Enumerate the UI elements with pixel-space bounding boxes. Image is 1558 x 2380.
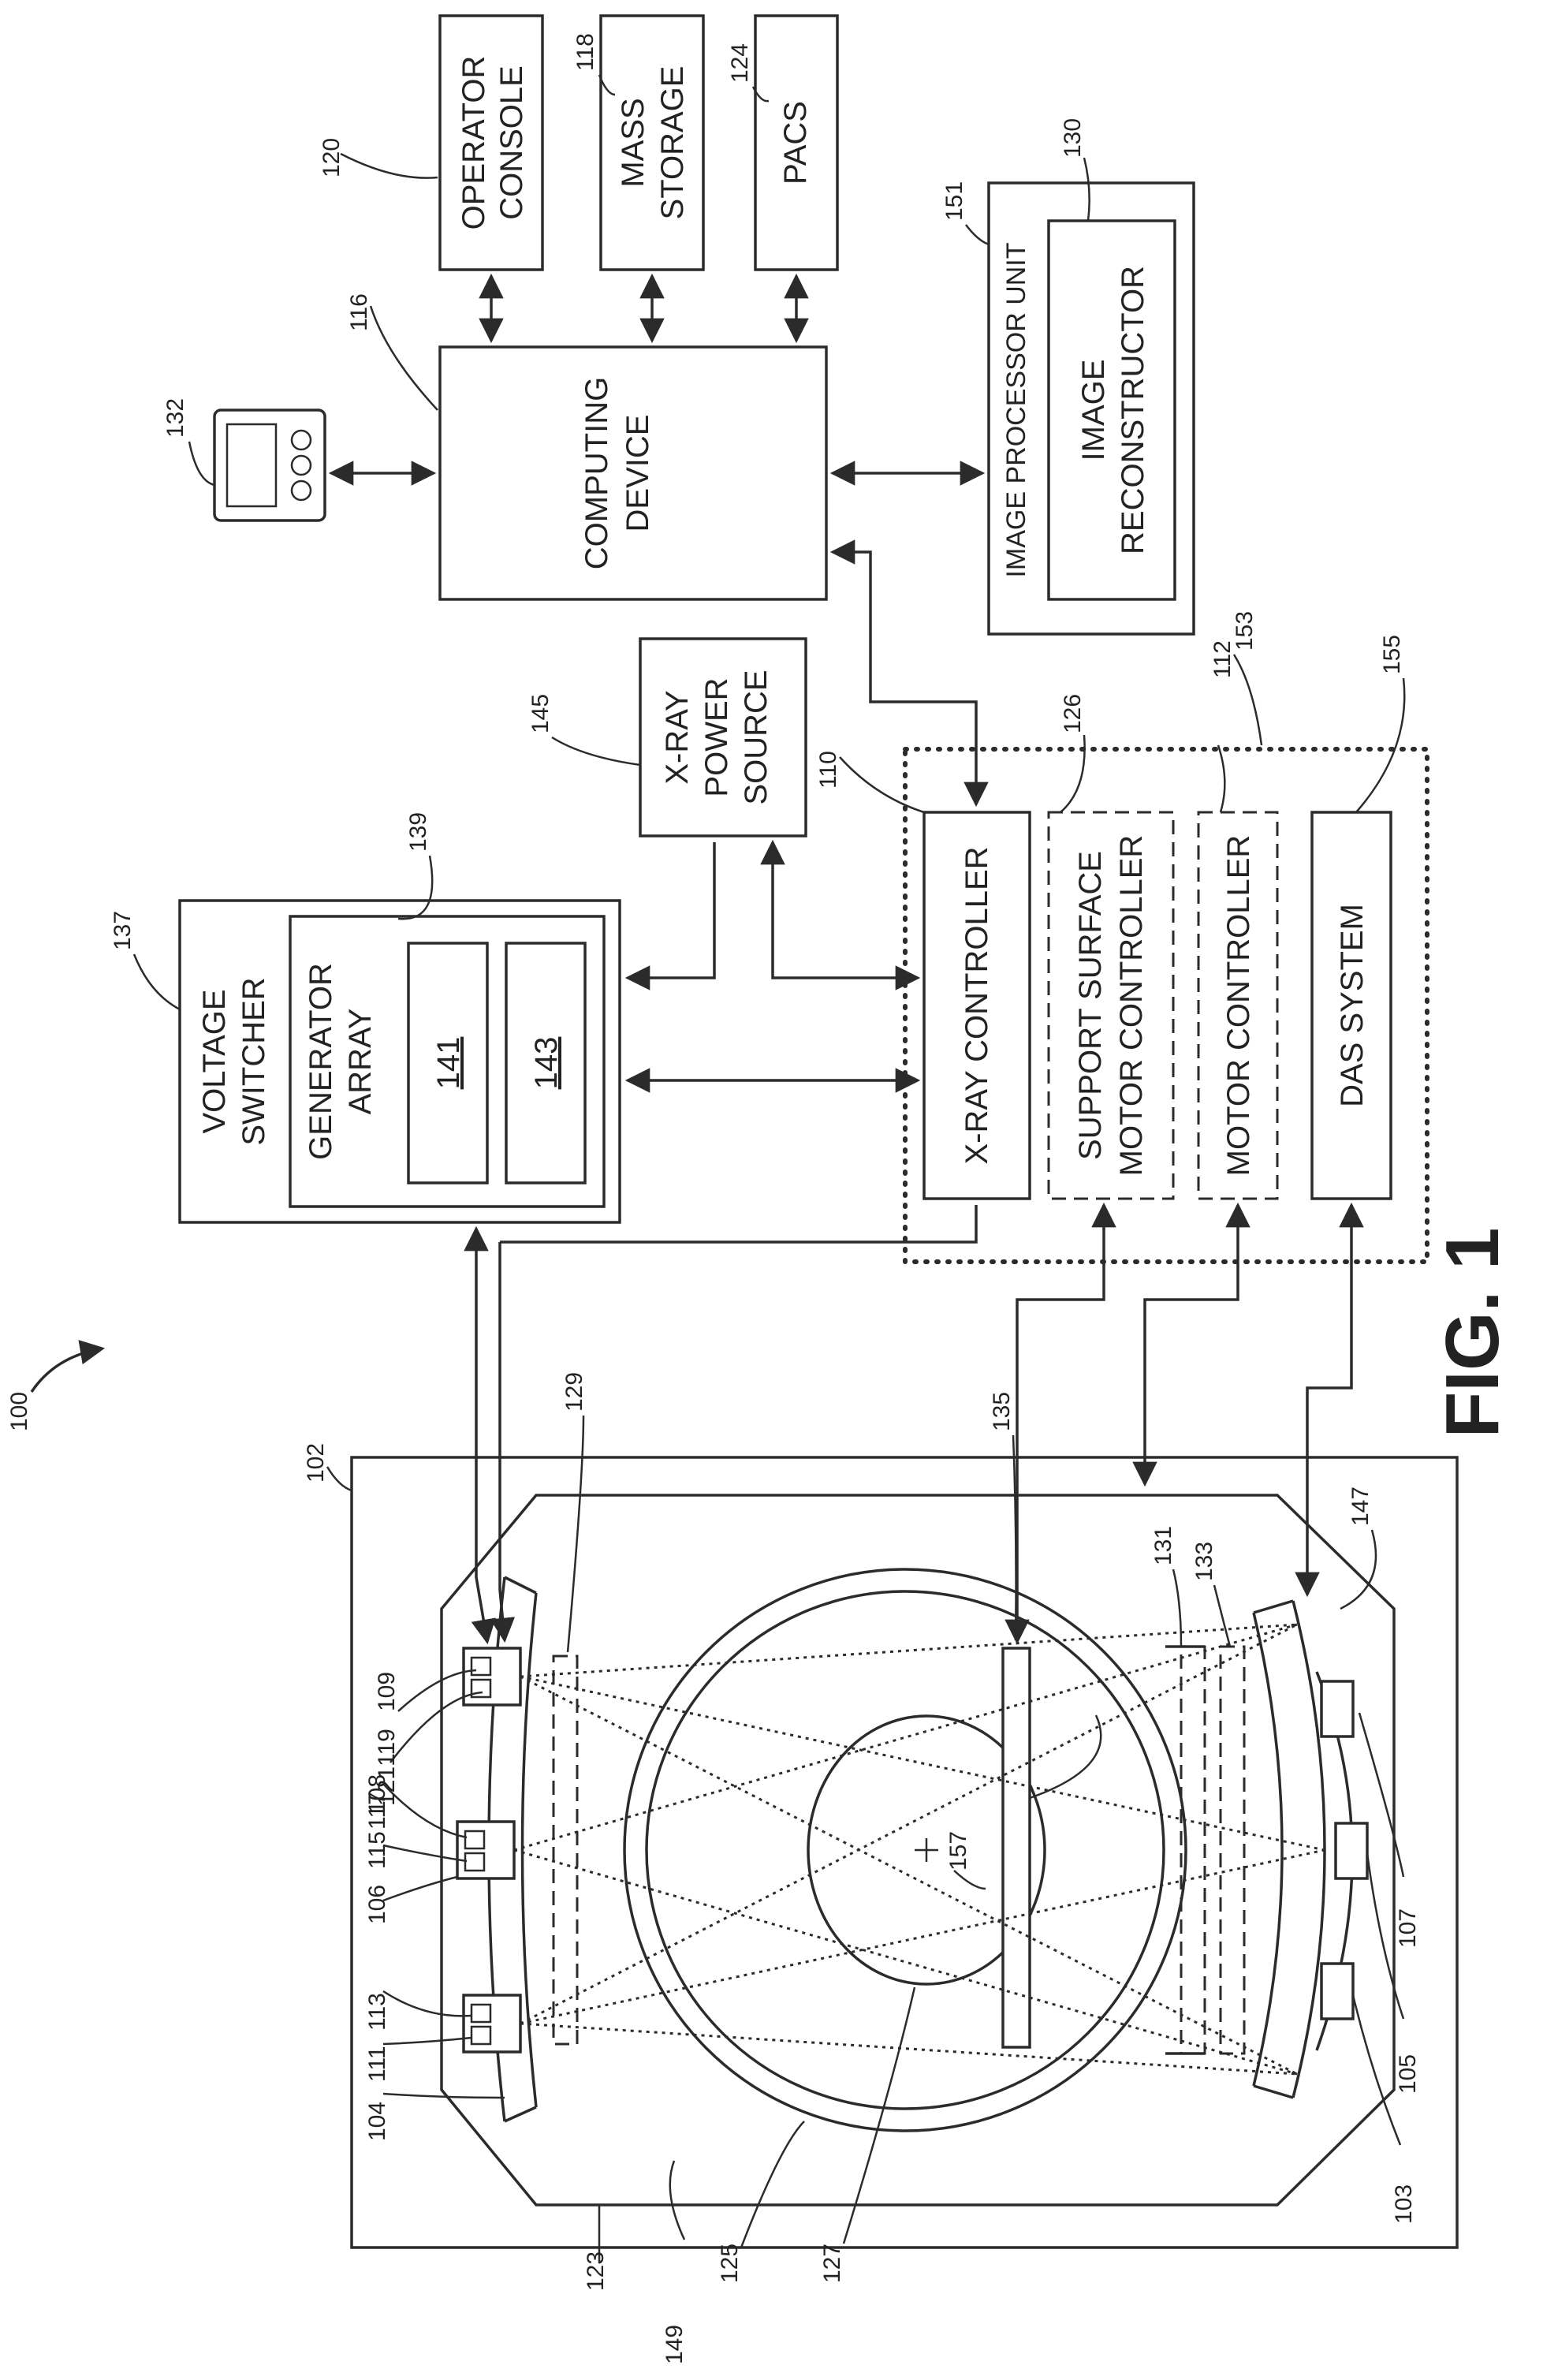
ref-103: 103: [1391, 2184, 1417, 2224]
generator-array-label-1: GENERATOR: [304, 963, 338, 1160]
ref-115: 115: [364, 1831, 390, 1869]
voltage-switcher-label-1: VOLTAGE: [197, 989, 232, 1133]
ref-139: 139: [405, 812, 431, 852]
detector-arc-cap-bottom: [1254, 2086, 1293, 2098]
ref-125: 125: [717, 2244, 743, 2283]
ref-132: 132: [162, 398, 188, 438]
rotating-ring-inner: [647, 1591, 1164, 2109]
xray-source-108: [457, 1822, 514, 1878]
mass-storage-label-2: STORAGE: [655, 66, 690, 220]
detector-element-103: [1321, 1964, 1353, 2019]
image-processor-unit-label: IMAGE PROCESSOR UNIT: [1001, 242, 1031, 577]
voltage-switcher-block: VOLTAGE SWITCHER GENERATOR ARRAY 141 143: [180, 901, 620, 1222]
ref-105: 105: [1395, 2054, 1421, 2094]
detector-arc-cap-top: [1254, 1601, 1293, 1613]
ref-124: 124: [727, 43, 753, 83]
motor-controller-label: MOTOR CONTROLLER: [1221, 835, 1256, 1177]
voltage-switcher-label-2: SWITCHER: [237, 977, 271, 1145]
xray-power-source-label-1: X-RAY: [660, 690, 695, 784]
ref-120: 120: [319, 138, 345, 177]
ref-135: 135: [989, 1392, 1015, 1431]
ref-113: 113: [364, 1993, 390, 2031]
xray-controller-label: X-RAY CONTROLLER: [960, 846, 994, 1164]
ref-145: 145: [527, 694, 554, 733]
das-system-label: DAS SYSTEM: [1335, 904, 1370, 1107]
filter-133: [1221, 1647, 1244, 2054]
motor-controller-block: MOTOR CONTROLLER: [1198, 812, 1277, 1199]
ref-109: 109: [374, 1672, 400, 1711]
das-system-block: DAS SYSTEM: [1312, 812, 1391, 1199]
ref-153: 153: [1232, 611, 1258, 651]
ref-119: 119: [374, 1729, 400, 1766]
motor-controller-to-gantry-link: [1145, 1205, 1238, 1484]
ref-157: 157: [945, 1831, 971, 1871]
ref-149: 149: [662, 2325, 688, 2364]
image-reconstructor-label-1: IMAGE: [1076, 360, 1111, 461]
mass-storage-block: MASS STORAGE: [601, 16, 703, 270]
ref-151: 151: [941, 181, 967, 221]
detector-arc-inner: [1254, 1613, 1282, 2086]
source-arc-cap-top: [505, 1577, 536, 1593]
detector-arc-outer: [1293, 1601, 1325, 2098]
ref-104: 104: [364, 2102, 390, 2141]
ref-106: 106: [364, 1885, 390, 1924]
ref-129: 129: [561, 1372, 587, 1412]
display-device: [214, 410, 325, 520]
rotating-ring-outer: [624, 1569, 1186, 2131]
power-source-to-switcher-link: [628, 842, 714, 978]
ref-111: 111: [364, 2046, 390, 2082]
collimator: [554, 1656, 577, 2044]
support-surface-motor-controller-label-1: SUPPORT SURFACE: [1073, 851, 1108, 1160]
mass-storage-label-1: MASS: [616, 98, 650, 187]
xray-power-source-label-3: SOURCE: [739, 670, 773, 804]
ref-107: 107: [1395, 1908, 1421, 1948]
figure-ref-arrow: [32, 1349, 102, 1392]
ref-137: 137: [110, 911, 136, 950]
ref-127: 127: [819, 2244, 845, 2283]
ref-116: 116: [346, 293, 372, 331]
operator-console-label-2: CONSOLE: [494, 65, 529, 220]
operator-console-label-1: OPERATOR: [457, 56, 491, 230]
ref-100: 100: [6, 1392, 32, 1431]
generator-141-label: 141: [431, 1037, 466, 1090]
computing-device-block: COMPUTING DEVICE: [440, 347, 826, 599]
detector-element-107: [1321, 1681, 1353, 1737]
ref-121: 121: [374, 1766, 400, 1806]
power-source-to-xray-controller-link: [773, 842, 918, 978]
generator-143-label: 143: [529, 1037, 564, 1090]
gantry-frame: [352, 1457, 1457, 2248]
operator-console-block: OPERATOR CONSOLE: [440, 16, 542, 270]
ref-126: 126: [1060, 694, 1086, 733]
source-arc-cap-bottom: [505, 2107, 536, 2121]
computing-device-label-2: DEVICE: [621, 415, 655, 532]
ref-147: 147: [1347, 1487, 1374, 1526]
ref-155: 155: [1379, 635, 1405, 674]
xray-source-109: [464, 1648, 520, 1705]
image-reconstructor-label-2: RECONSTRUCTOR: [1116, 266, 1150, 554]
support-surface-motor-controller-block: SUPPORT SURFACE MOTOR CONTROLLER: [1049, 812, 1173, 1199]
figure-label: FIG. 1: [1430, 1228, 1515, 1438]
switcher-to-source-108-link: [476, 1229, 487, 1642]
detector-element-105: [1336, 1823, 1367, 1878]
image-processor-unit-block: IMAGE PROCESSOR UNIT IMAGE RECONSTRUCTOR: [989, 183, 1194, 634]
source-arc-inner: [523, 1593, 537, 2107]
ref-110: 110: [815, 751, 841, 789]
ref-130: 130: [1060, 118, 1086, 158]
ref-118: 118: [572, 33, 598, 71]
xray-power-source-block: X-RAY POWER SOURCE: [640, 639, 806, 836]
computing-device-label-1: COMPUTING: [580, 377, 614, 569]
pacs-block: PACS: [755, 16, 837, 270]
generator-array-label-2: ARRAY: [343, 1009, 378, 1115]
support-surface-motor-controller-label-2: MOTOR CONTROLLER: [1114, 835, 1149, 1177]
xray-source-106: [464, 1995, 520, 2052]
ref-133: 133: [1191, 1542, 1217, 1581]
xray-controller-block: X-RAY CONTROLLER: [924, 812, 1030, 1199]
pacs-label: PACS: [778, 101, 813, 185]
xray-power-source-label-2: POWER: [699, 677, 734, 796]
ref-131: 131: [1150, 1526, 1176, 1565]
ref-123: 123: [583, 2251, 609, 2291]
ref-102: 102: [303, 1443, 329, 1483]
support-motor-to-table-link: [1017, 1205, 1104, 1642]
